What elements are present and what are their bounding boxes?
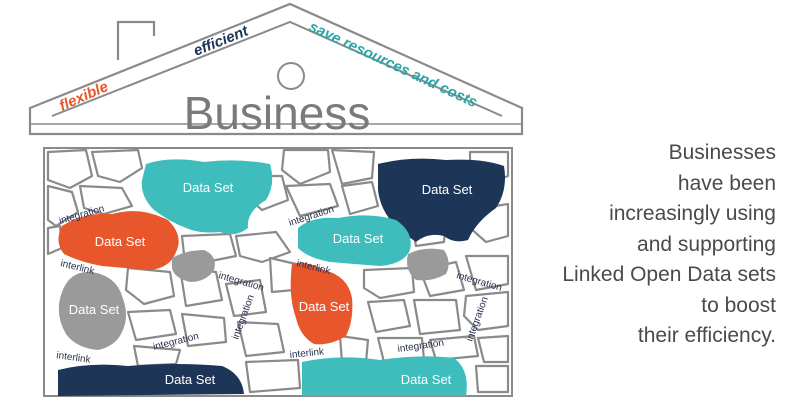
stone	[132, 344, 182, 368]
chimney	[116, 20, 156, 60]
stone	[330, 148, 376, 186]
interlink-label: interlink	[56, 350, 93, 366]
data-set-navy-2	[58, 364, 244, 396]
roof-inner-line	[51, 20, 503, 117]
stone	[412, 298, 462, 336]
data-set-blobs: Data Set Data Set Data Set Data Set Data…	[58, 158, 505, 396]
data-set-gray-small-2	[407, 248, 449, 281]
description-line: and supporting	[637, 232, 776, 256]
data-set-teal-3	[302, 356, 467, 396]
data-set-gray-small-1	[172, 250, 215, 282]
stone	[464, 254, 510, 292]
stone	[46, 184, 80, 228]
stone	[78, 184, 134, 216]
description-line: to boost	[701, 293, 776, 317]
stone	[428, 334, 480, 362]
description-line: Linked Open Data sets	[562, 263, 776, 286]
description-line: their efficiency.	[637, 324, 776, 347]
data-set-teal-2	[298, 215, 411, 266]
data-set-label: Data Set	[422, 182, 473, 197]
data-set-label: Data Set	[401, 372, 452, 387]
description-line: Businesses	[668, 141, 776, 164]
business-title: Business	[184, 87, 371, 139]
data-set-orange-2	[290, 262, 353, 345]
wall-outline	[43, 147, 513, 397]
stone	[366, 298, 412, 334]
stone	[224, 278, 268, 318]
stone	[126, 308, 178, 342]
data-set-label: Data Set	[183, 180, 234, 195]
stone	[236, 320, 286, 358]
roof-outline	[28, 2, 524, 136]
data-set-label: Data Set	[299, 299, 350, 314]
roof-round-window	[277, 62, 305, 90]
description-text: Businesses have been increasingly using …	[476, 138, 776, 352]
data-set-label: Data Set	[95, 234, 146, 249]
data-set-teal-1	[141, 159, 273, 235]
data-set-gray-1	[58, 271, 126, 350]
stone	[362, 266, 416, 300]
stone	[280, 148, 332, 186]
description-line: increasingly using	[609, 202, 776, 225]
stone	[474, 364, 510, 394]
data-set-label: Data Set	[165, 372, 216, 387]
stone	[234, 230, 292, 264]
stone	[124, 266, 176, 306]
interlink-label: interlink	[289, 346, 325, 361]
stone	[340, 180, 380, 216]
data-set-label: Data Set	[69, 302, 120, 317]
stone	[90, 148, 144, 184]
stone	[476, 334, 510, 364]
data-set-label: Data Set	[333, 231, 384, 246]
stone	[180, 312, 228, 348]
stone	[46, 148, 94, 190]
data-set-navy-1	[378, 158, 505, 242]
stone	[462, 290, 510, 332]
stone	[244, 358, 302, 394]
description-line: have been	[677, 171, 776, 195]
stone	[284, 182, 340, 218]
data-set-orange-1	[58, 211, 179, 270]
